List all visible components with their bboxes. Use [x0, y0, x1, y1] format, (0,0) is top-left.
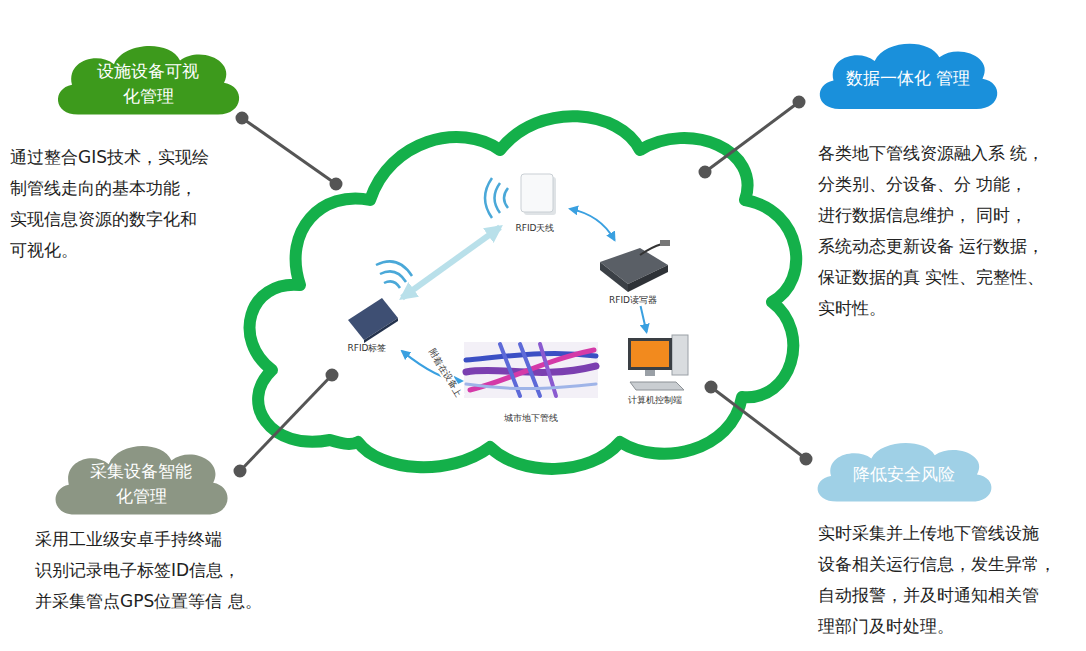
caption-label: 城市地下管线 [452, 413, 610, 424]
heading-cloud-node: 数据一体化 管理各类地下管线资源融入系 统，分类别、分设备、分 功能，进行数据信… [806, 36, 1068, 116]
cloud-shape: 数据一体化 管理 [810, 36, 1006, 116]
body-text: 采用工业级安卓手持终端 识别记录电子标签ID信息， 并采集管点GPS位置等信 息… [35, 524, 280, 617]
illustration-node: 城市地下管线 [462, 340, 600, 424]
heading-text: 采集设备智能 化管理 [74, 459, 208, 509]
leader-lines [235, 97, 811, 476]
heading-text: 数据一体化 管理 [838, 66, 978, 91]
heading-text: 降低安全风险 [836, 462, 972, 487]
computer-icon [628, 335, 688, 390]
heading-text: 设施设备可视 化管理 [76, 59, 220, 109]
connector-arrow [402, 227, 500, 298]
connector-arrow [570, 209, 615, 240]
heading-cloud-node: 设施设备可视 化管理通过整合GIS技术，实现绘 制管线走向的基本功能， 实现信息… [10, 38, 260, 122]
illustration-node: RFID读写器 [592, 240, 674, 306]
pipeline-illustration [464, 342, 598, 398]
illustration-node: 计算机控制端 [612, 332, 698, 406]
illustration-node: RFID标签 [332, 292, 402, 354]
caption-label: 计算机控制端 [602, 395, 708, 406]
heading-cloud-node: 降低安全风险实时采集并上传地下管线设施 设备相关运行信息，发生异常， 自动报警，… [806, 436, 1068, 508]
rfid-tag-icon [348, 261, 412, 343]
cloud-shape: 降低安全风险 [808, 436, 1000, 508]
rfid-reader-icon [600, 240, 670, 292]
connector-arrow [641, 306, 647, 332]
caption-label: RFID天线 [490, 223, 580, 234]
cloud-shape: 采集设备智能 化管理 [46, 438, 236, 522]
rfid-antenna-icon [485, 174, 556, 218]
illustration-node: RFID天线 [500, 170, 570, 234]
caption-label: RFID读写器 [582, 295, 684, 306]
heading-cloud-node: 采集设备智能 化管理采用工业级安卓手持终端 识别记录电子标签ID信息， 并采集管… [30, 438, 280, 522]
body-text: 实时采集并上传地下管线设施 设备相关运行信息，发生异常， 自动报警，并及时通知相… [818, 518, 1068, 642]
body-text: 通过整合GIS技术，实现绘 制管线走向的基本功能， 实现信息资源的数字化和 可视… [10, 142, 260, 266]
central-cloud [250, 116, 797, 469]
body-text: 各类地下管线资源融入系 统，分类别、分设备、分 功能，进行数据信息维护， 同时，… [818, 138, 1068, 324]
caption-label: RFID标签 [322, 343, 412, 354]
cloud-shape: 设施设备可视 化管理 [48, 38, 248, 122]
